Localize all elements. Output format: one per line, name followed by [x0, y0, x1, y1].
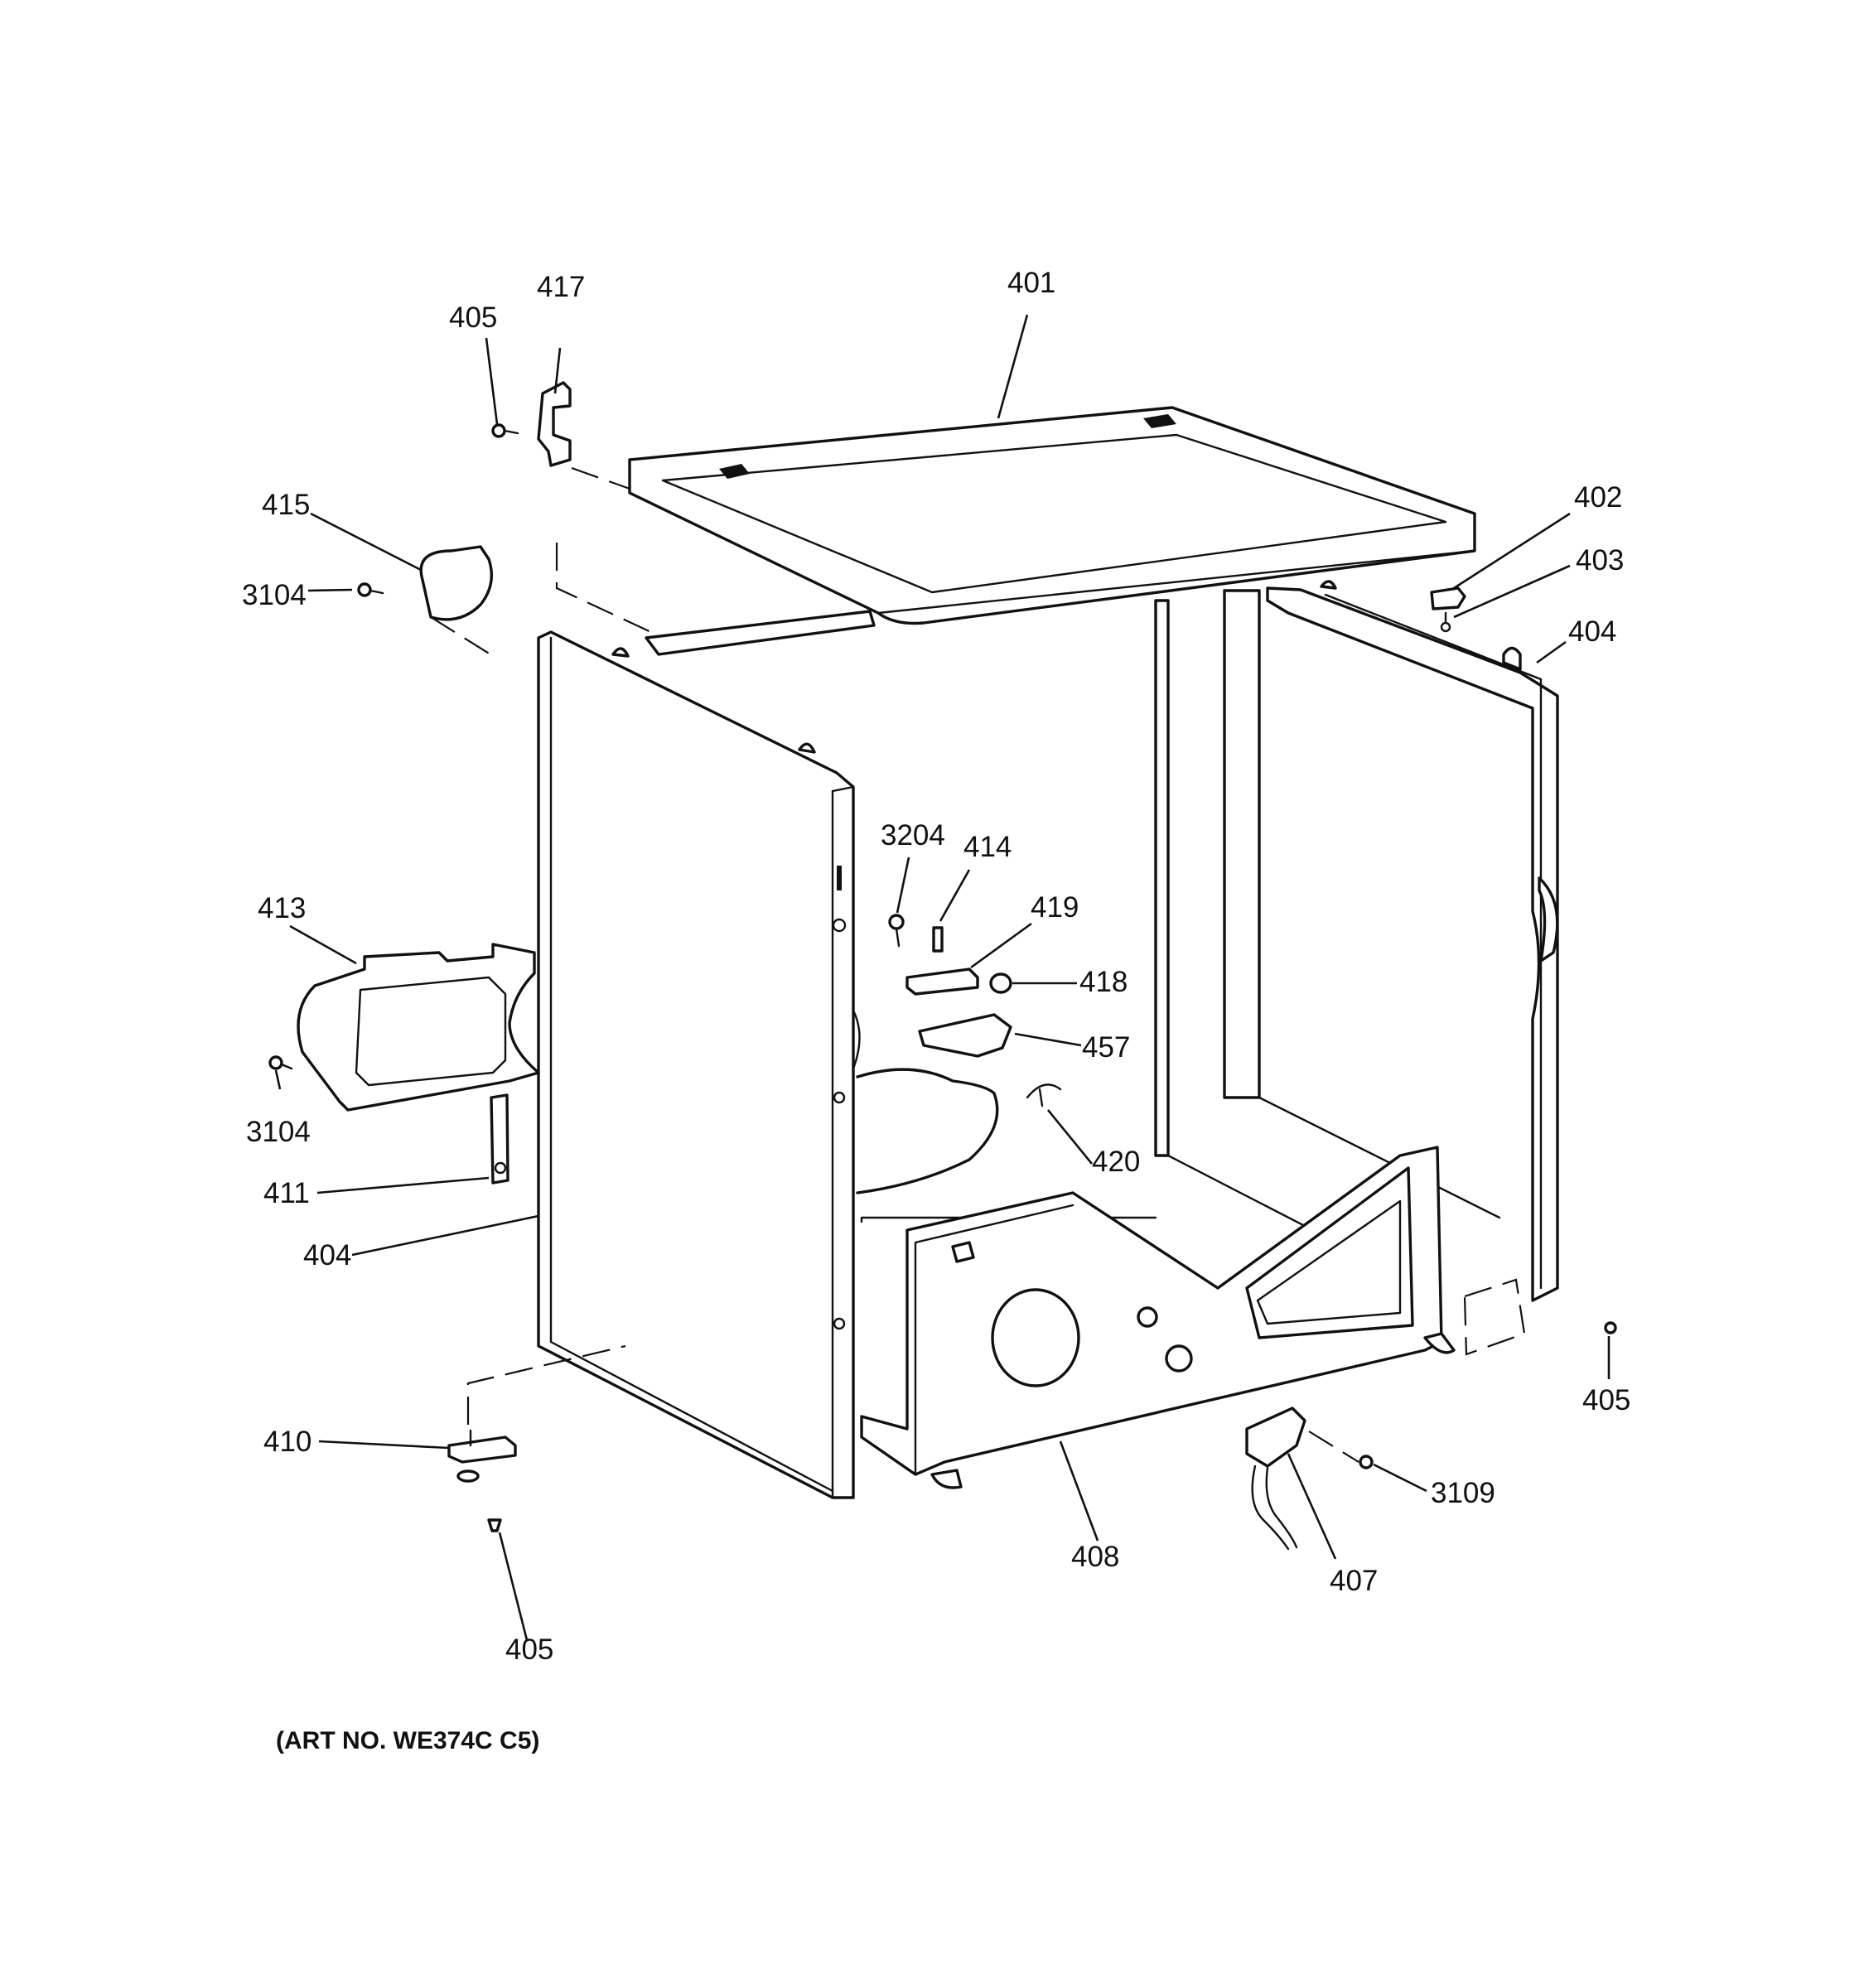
callout-405-top: 405: [449, 302, 497, 334]
callout-3104-bottom: 3104: [246, 1116, 311, 1148]
callout-410: 410: [263, 1426, 311, 1458]
callout-418: 418: [1079, 966, 1128, 998]
callout-405-bottom: 405: [505, 1633, 553, 1666]
callout-3109: 3109: [1431, 1477, 1495, 1509]
leader-lines: [274, 314, 1610, 1641]
right-side-panel: [1266, 580, 1559, 1302]
top-panel: [628, 406, 1476, 625]
glide-and-screw: [1430, 586, 1466, 633]
callout-457: 457: [1082, 1031, 1130, 1064]
callout-402: 402: [1574, 481, 1622, 514]
callout-417: 417: [537, 271, 585, 303]
callout-411: 411: [263, 1177, 310, 1209]
callout-3104-top: 3104: [242, 579, 307, 611]
art-number-caption: (ART NO. WE374C C5): [276, 1727, 540, 1754]
callout-415: 415: [262, 489, 310, 521]
callout-414: 414: [963, 831, 1012, 863]
callout-408: 408: [1071, 1541, 1119, 1573]
cabinet-rear-frame: [645, 589, 1501, 1294]
inner-drum-opening: [856, 1068, 999, 1194]
assembly-lines: [430, 466, 1526, 1463]
small-hardware: [268, 423, 1617, 1551]
callout-404-right: 404: [1568, 615, 1616, 648]
callout-404-left: 404: [303, 1239, 351, 1271]
top-bracket: [537, 381, 572, 467]
callout-413: 413: [258, 892, 306, 924]
left-side-panel: [537, 630, 861, 1499]
callout-420: 420: [1092, 1146, 1140, 1178]
callout-405-right: 405: [1582, 1384, 1630, 1416]
callout-403: 403: [1576, 544, 1624, 577]
callout-labels: 401 402 403 404 405 417 415 3104 3204 41…: [242, 267, 1630, 1666]
callout-419: 419: [1031, 891, 1079, 924]
callout-407: 407: [1330, 1565, 1378, 1597]
rear-base-panel: [860, 1146, 1456, 1489]
rear-access-cover: [297, 943, 540, 1112]
round-cover-plate: [419, 545, 493, 621]
callout-401: 401: [1007, 267, 1055, 299]
callout-3204: 3204: [881, 819, 945, 852]
